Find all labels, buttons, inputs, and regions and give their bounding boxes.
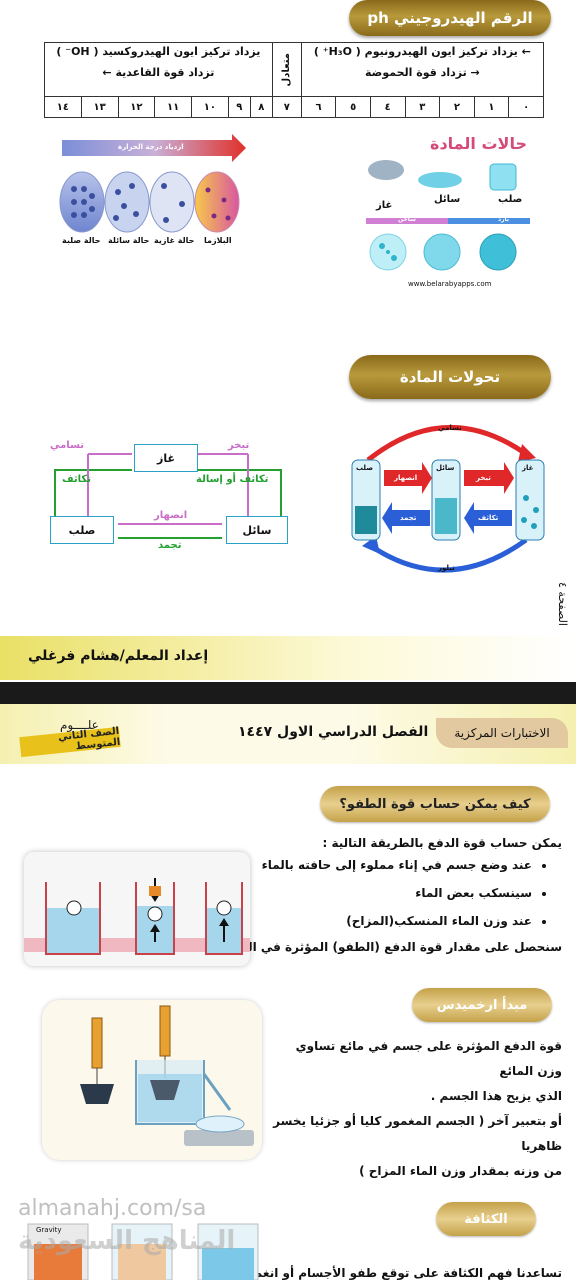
base-cell: يزداد تركيز ايون الهيدروكسيد ( OH⁻ ) تزد… bbox=[44, 42, 273, 97]
ph-value-1: ١٣ bbox=[80, 96, 119, 118]
buoyancy-title: كيف يمكن حساب قوة الطفو؟ bbox=[320, 786, 550, 822]
acid-line2: → تزداد قوة الحموضة bbox=[365, 66, 480, 79]
page-divider bbox=[0, 682, 576, 704]
state-label-liquid: حالة سائلة bbox=[108, 236, 150, 245]
states-svg bbox=[366, 160, 530, 271]
ph-value-8: ٦ bbox=[300, 96, 337, 118]
buoyancy-list: عند وضع جسم في إناء مملوء إلى حافته بالم… bbox=[262, 858, 562, 935]
archimedes-p2: الذي يزيح هذا الجسم . bbox=[430, 1089, 562, 1103]
source-url: www.belarabyapps.com bbox=[408, 280, 492, 288]
state-label-solid: حالة صلبة bbox=[62, 236, 101, 245]
temperature-arrow-label: ازدياد درجة الحرارة bbox=[118, 143, 184, 151]
right-gas: غاز bbox=[522, 464, 534, 472]
cloud-icon bbox=[368, 160, 404, 180]
puddle-icon bbox=[418, 172, 462, 188]
ph-value-7: ٧ bbox=[271, 96, 302, 118]
transformations-diagram-left: غاز صلب سائل تسامي تبخر تكاثف تكاثف أو إ… bbox=[48, 440, 288, 551]
label-melting: انصهار bbox=[154, 510, 188, 521]
ph-scale-table: يزداد تركيز ايون الهيدروكسيد ( OH⁻ ) تزد… bbox=[44, 42, 545, 118]
ph-value-13: ١ bbox=[473, 96, 510, 118]
ph-value-5: ٩ bbox=[227, 96, 251, 118]
temperature-arrow-svg bbox=[59, 134, 246, 233]
author-name: إعداد المعلم/هشام فرغلي bbox=[28, 648, 209, 664]
states-of-matter-image: حالات المادة صلب سائل غاز ساخن بارد www.… bbox=[358, 130, 540, 296]
right-evap: تبخر bbox=[476, 474, 491, 482]
states-temperature-image: حالة صلبة حالة سائلة حالة غازية البلازما… bbox=[56, 134, 252, 250]
label-condensation: تكاثف أو إسالة bbox=[196, 474, 269, 485]
label-evaporation: تبخر bbox=[228, 440, 250, 451]
buoyancy-intro: يمكن حساب قوة الدفع بالطريقة التالية : bbox=[322, 836, 562, 850]
bar-hot: ساخن bbox=[398, 216, 416, 223]
archimedes-p1: قوة الدفع المؤثرة على جسم في مائع تساوي … bbox=[295, 1039, 562, 1078]
ph-value-6: ٨ bbox=[249, 96, 273, 118]
state-label-gas: حالة غازية bbox=[154, 236, 195, 245]
right-top-label: تسامي bbox=[438, 424, 462, 432]
ball-icon bbox=[66, 900, 82, 916]
node-gas: غاز bbox=[134, 444, 198, 472]
label-gas: غاز bbox=[376, 200, 393, 211]
watermark-name: المناهج السعودية bbox=[18, 1226, 236, 1256]
author-strip bbox=[0, 636, 576, 680]
ph-value-3: ١١ bbox=[154, 96, 192, 118]
weight-block-icon bbox=[80, 1084, 114, 1104]
transformations-title: تحولات المادة bbox=[349, 355, 551, 399]
label-deposition: تكاثف bbox=[62, 474, 91, 485]
label-solid: صلب bbox=[498, 194, 523, 205]
base-line2: تزداد قوة القاعدية ← bbox=[102, 66, 215, 79]
archimedes-p4: من وزنه بمقدار وزن الماء المزاح ) bbox=[359, 1164, 562, 1178]
acid-cell: ← يزداد تركيز ايون الهيدرونيوم ( H₃O⁺ ) … bbox=[300, 42, 545, 97]
ph-value-0: ١٤ bbox=[44, 96, 82, 118]
archimedes-text: قوة الدفع المؤثرة على جسم في مائع تساوي … bbox=[272, 1034, 562, 1184]
ph-value-9: ٥ bbox=[335, 96, 371, 118]
buoyancy-step-2: سينسكب بعض الماء bbox=[262, 886, 532, 900]
right-cond: تكاثف bbox=[478, 514, 499, 522]
page-number-side: الصفحة ٤ bbox=[556, 582, 569, 626]
buoyancy-step-3: عند وزن الماء المنسكب(المزاح) bbox=[262, 914, 532, 928]
label-sublimation: تسامي bbox=[50, 440, 84, 451]
buoyancy-image bbox=[24, 852, 250, 966]
label-freezing: تجمد bbox=[158, 540, 182, 551]
bar-cold: بارد bbox=[498, 216, 510, 223]
exams-badge: الاختبارات المركزية bbox=[436, 718, 568, 748]
base-line1: يزداد تركيز ايون الهيدروكسيد ( OH⁻ ) bbox=[56, 45, 261, 58]
semester-title: الفصل الدراسي الاول ١٤٤٧ bbox=[238, 724, 429, 740]
right-freeze: تجمد bbox=[400, 514, 417, 522]
right-bottom-label: تبلور bbox=[438, 564, 455, 572]
transformations-diagram-right: تسامي تبلور صلب سائل غاز انصهار تبخر تجم… bbox=[346, 414, 556, 582]
states-title: حالات المادة bbox=[430, 134, 527, 153]
density-image: Gravity bbox=[22, 1214, 270, 1281]
gravity-label: Gravity bbox=[36, 1226, 62, 1234]
right-solid: صلب bbox=[356, 464, 374, 472]
ph-value-4: ١٠ bbox=[191, 96, 229, 118]
watermark-url: almanahj.com/sa bbox=[18, 1196, 207, 1221]
label-liquid: سائل bbox=[434, 194, 461, 205]
buoyancy-step-1: عند وضع جسم في إناء مملوء إلى حافته بالم… bbox=[262, 858, 532, 872]
ph-value-2: ١٢ bbox=[117, 96, 156, 118]
neutral-label: متعادل bbox=[281, 52, 293, 87]
acid-line1: ← يزداد تركيز ايون الهيدرونيوم ( H₃O⁺ ) bbox=[313, 45, 531, 58]
density-text: تساعدنا فهم الكثافة على توقع طفو الأجسام… bbox=[221, 1266, 562, 1280]
node-liquid: سائل bbox=[226, 516, 288, 544]
right-melt: انصهار bbox=[394, 474, 418, 482]
temperature-arrow bbox=[62, 134, 246, 162]
ph-value-12: ٢ bbox=[439, 96, 475, 118]
ph-title: الرقم الهيدروجيني ph bbox=[349, 0, 551, 36]
ph-value-14: ٠ bbox=[508, 96, 544, 118]
state-label-plasma: البلازما bbox=[204, 236, 232, 245]
ph-value-10: ٤ bbox=[369, 96, 406, 118]
neutral-cell: متعادل bbox=[271, 42, 302, 97]
node-solid: صلب bbox=[50, 516, 114, 544]
archimedes-title: مبدأ ارخميدس bbox=[412, 988, 552, 1022]
density-title: الكثافة bbox=[436, 1202, 536, 1236]
archimedes-p3: أو بتعبير آخر ( الجسم المغمور كليا أو جز… bbox=[273, 1114, 562, 1153]
right-liquid: سائل bbox=[436, 464, 455, 472]
ph-value-11: ٣ bbox=[404, 96, 441, 118]
archimedes-image bbox=[42, 1000, 262, 1160]
buoyancy-result: سنحصل على مقدار قوة الدفع (الطفو) المؤثر… bbox=[217, 940, 562, 954]
ice-cube-icon bbox=[489, 163, 517, 191]
